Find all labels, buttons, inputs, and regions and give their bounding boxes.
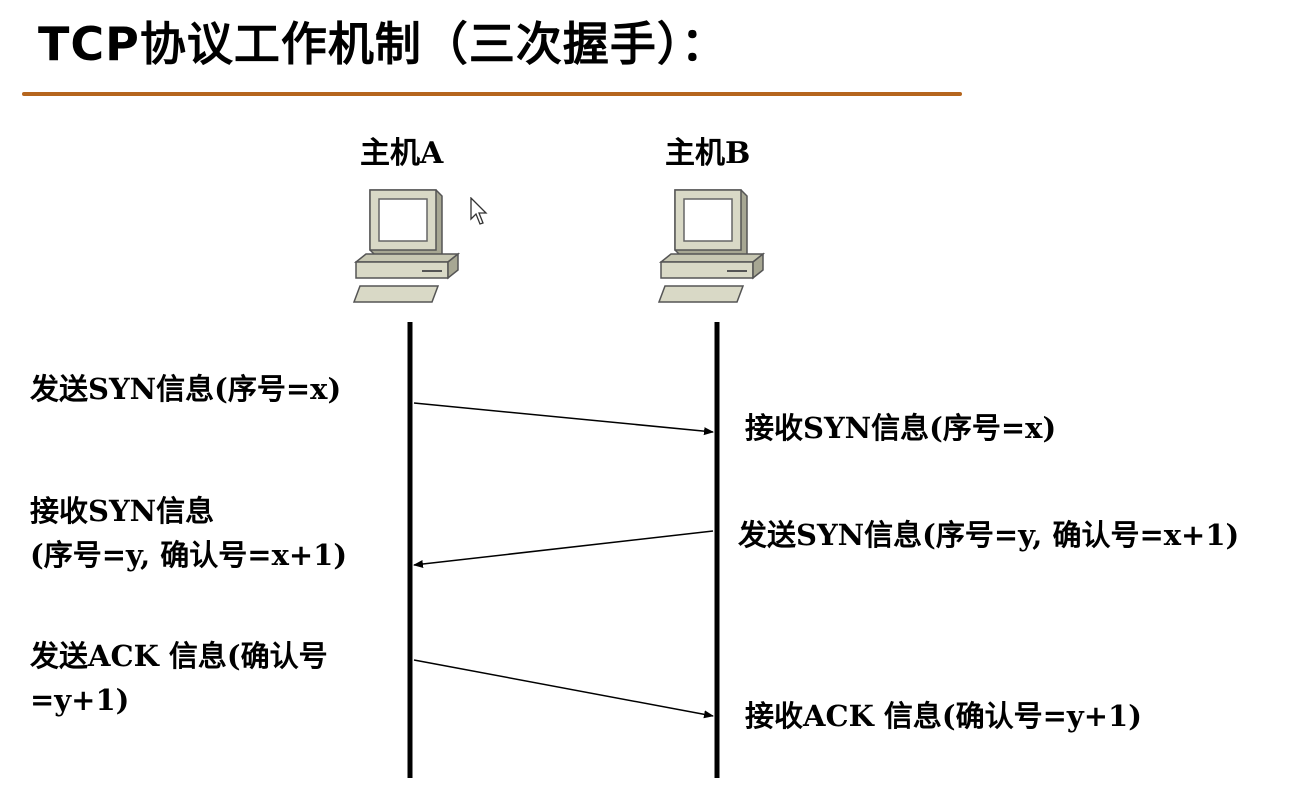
step-2-host-b-line: 发送SYN信息(序号=y, 确认号=x+1) [738,518,1240,552]
step-2-host-a-line-1: 接收SYN信息 [30,494,215,528]
step-3-host-b-text: 接收ACK 信息(确认号=y+1) [745,694,1142,738]
step-1-host-b-text: 接收SYN信息(序号=x) [745,406,1056,450]
computer-icon [352,189,461,303]
step-2-host-a-text: 接收SYN信息 (序号=y, 确认号=x+1) [30,489,347,577]
syn-arrow [413,402,714,436]
step-2-host-b-text: 发送SYN信息(序号=y, 确认号=x+1) [738,513,1239,557]
host-b-label: 主机B [665,136,751,171]
ack-arrow [413,659,714,719]
step-1-host-a-text: 发送SYN信息(序号=x) [30,367,341,411]
title-divider [22,92,962,96]
host-a-label: 主机A [360,136,444,171]
step-3-host-b-line: 接收ACK 信息(确认号=y+1) [745,699,1142,733]
step-1-host-b-line: 接收SYN信息(序号=x) [745,411,1057,445]
page-title: TCP协议工作机制（三次握手）： [38,17,728,71]
step-1-host-a-line: 发送SYN信息(序号=x) [30,372,342,406]
mouse-cursor-icon [470,197,488,225]
step-3-host-a-text: 发送ACK 信息(确认号 =y+1) [30,634,328,722]
step-2-host-a-line-2: (序号=y, 确认号=x+1) [30,538,348,572]
syn-ack-arrow [413,530,714,568]
step-3-host-a-line-1: 发送ACK 信息(确认号 [30,639,328,673]
computer-icon [657,189,766,303]
step-3-host-a-line-2: =y+1) [30,683,130,717]
